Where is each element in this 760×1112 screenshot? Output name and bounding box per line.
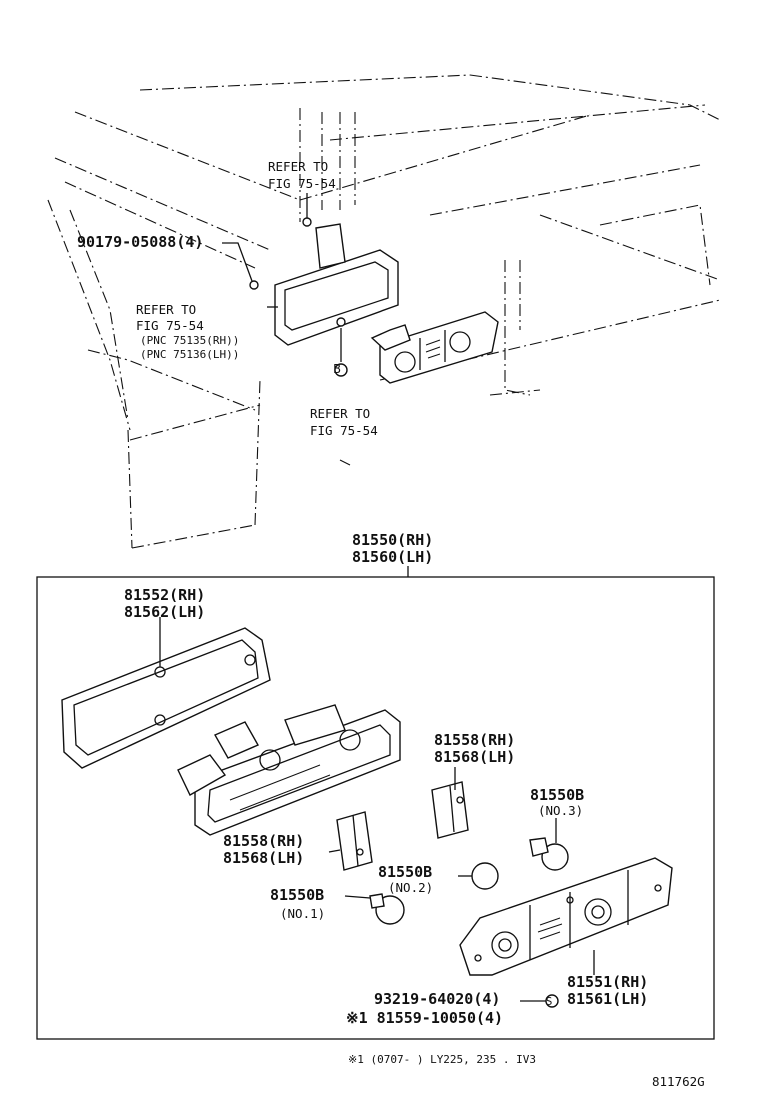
callout-marker-letter: B xyxy=(333,361,341,376)
lamp-mounting-bracket xyxy=(249,217,399,346)
bulb-no1 xyxy=(344,893,405,925)
bottom-refer-fig-label: FIG 75-54 xyxy=(310,423,378,438)
part-label-81560-lh[interactable]: 81560(LH) xyxy=(352,548,433,566)
assembled-rear-lamp xyxy=(370,311,499,384)
left-refer-fig-label: FIG 75-54 xyxy=(136,318,204,333)
lamp-lens xyxy=(459,857,673,976)
part-label-81558-rh-upper[interactable]: 81558(RH) xyxy=(434,731,515,749)
part-label-93219-64020[interactable]: 93219-64020(4) xyxy=(374,990,500,1008)
upper-socket-81558 xyxy=(431,781,469,839)
pnc-75135-rh-label: (PNC 75135(RH)) xyxy=(140,334,239,347)
part-label-81552-rh[interactable]: 81552(RH) xyxy=(124,586,205,604)
bulb-no3-sub-label: (NO.3) xyxy=(538,803,583,818)
part-label-81568-lh-lower[interactable]: 81568(LH) xyxy=(223,849,304,867)
callout-b-marker xyxy=(334,363,348,377)
upper-leader-lines xyxy=(222,193,348,377)
bulb-no2-sub-label: (NO.2) xyxy=(388,880,433,895)
part-label-90179-05088[interactable]: 90179-05088(4) xyxy=(77,233,203,251)
lamp-gasket xyxy=(61,617,271,769)
part-label-81559-10050[interactable]: ※1 81559-10050(4) xyxy=(346,1009,503,1027)
vehicle-body-outline xyxy=(47,74,721,549)
top-refer-fig-label: FIG 75-54 xyxy=(268,176,336,191)
exploded-view-frame xyxy=(36,576,715,1040)
bulb-no2 xyxy=(458,862,499,890)
part-label-81561-lh[interactable]: 81561(LH) xyxy=(567,990,648,1008)
screw-marker-letter: S xyxy=(546,995,553,1008)
lower-socket-81558 xyxy=(336,811,373,871)
part-label-81551-rh[interactable]: 81551(RH) xyxy=(567,973,648,991)
bottom-refer-to-label: REFER TO xyxy=(310,406,370,421)
figure-id-label: 811762G xyxy=(652,1074,705,1089)
lamp-housing xyxy=(177,704,401,836)
top-refer-to-label: REFER TO xyxy=(268,159,328,174)
bulb-no1-sub-label: (NO.1) xyxy=(280,906,325,921)
part-label-81558-rh-lower[interactable]: 81558(RH) xyxy=(223,832,304,850)
part-label-81550-rh[interactable]: 81550(RH) xyxy=(352,531,433,549)
footnote-text: ※1 (0707- ) LY225, 235 . IV3 xyxy=(348,1053,536,1066)
left-refer-to-label: REFER TO xyxy=(136,302,196,317)
part-label-81550b-no2[interactable]: 81550B xyxy=(378,863,432,881)
part-label-81568-lh-upper[interactable]: 81568(LH) xyxy=(434,748,515,766)
part-label-81562-lh[interactable]: 81562(LH) xyxy=(124,603,205,621)
pnc-75136-lh-label: (PNC 75136(LH)) xyxy=(140,348,239,361)
part-label-81550b-no3[interactable]: 81550B xyxy=(530,786,584,804)
part-label-81550b-no1[interactable]: 81550B xyxy=(270,886,324,904)
bulb-no3 xyxy=(529,818,569,871)
